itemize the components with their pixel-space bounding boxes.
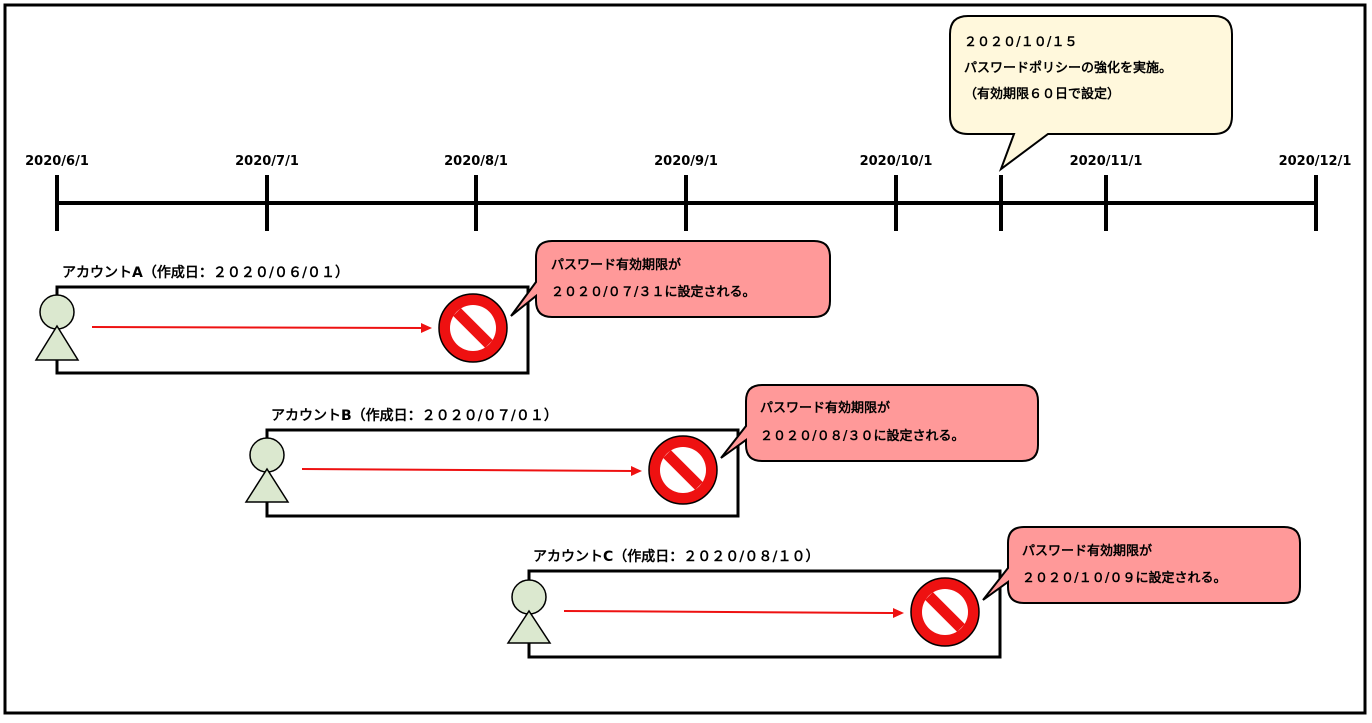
arrow-right — [563, 608, 904, 618]
arrow-right — [301, 466, 642, 476]
date-label: 2020/6/1 — [25, 154, 89, 169]
person-icon — [244, 437, 290, 503]
expiry-bubble: パスワード有効期限が ２０２０/０７/３１に設定される。 — [510, 240, 831, 318]
bubble-line: パスワード有効期限が — [760, 400, 890, 416]
note-bubble — [949, 15, 1233, 172]
bubble-line: パスワード有効期限が — [551, 257, 681, 273]
note-detail: （有効期限６０日で設定） — [964, 86, 1120, 102]
person-icon — [34, 294, 80, 361]
account-label: アカウントB（作成日：２０２０/０７/０１） — [271, 407, 558, 424]
arrow-right — [91, 323, 432, 333]
prohibited-icon — [438, 293, 508, 363]
policy-note-callout: ２０２０/１０/１５ パスワードポリシーの強化を実施。 （有効期限６０日で設定） — [949, 15, 1233, 172]
date-label: 2020/9/1 — [654, 154, 718, 169]
prohibited-icon — [910, 577, 980, 647]
date-label: 2020/11/1 — [1070, 154, 1143, 169]
person-icon — [506, 579, 552, 644]
bubble-line: パスワード有効期限が — [1022, 543, 1152, 559]
account-label: アカウントA（作成日：２０２０/０６/０１） — [62, 264, 349, 281]
date-label: 2020/7/1 — [235, 154, 299, 169]
date-label: 2020/8/1 — [444, 154, 508, 169]
date-label: 2020/12/1 — [1279, 154, 1352, 169]
account-row-c: アカウントC（作成日：２０２０/０８/１０） パスワード有効期限が ２０２０/１… — [506, 526, 1301, 659]
account-label: アカウントC（作成日：２０２０/０８/１０） — [533, 548, 820, 565]
note-date: ２０２０/１０/１５ — [964, 35, 1078, 50]
expiry-bubble: パスワード有効期限が ２０２０/０８/３０に設定される。 — [720, 384, 1039, 462]
bubble-line: ２０２０/１０/０９に設定される。 — [1022, 570, 1227, 586]
bubble-line: ２０２０/０７/３１に設定される。 — [551, 284, 756, 300]
date-label: 2020/10/1 — [860, 154, 933, 169]
prohibited-icon — [648, 435, 718, 505]
expiry-bubble: パスワード有効期限が ２０２０/１０/０９に設定される。 — [982, 526, 1301, 604]
timeline-axis: 2020/6/1 2020/7/1 2020/8/1 2020/9/1 2020… — [25, 154, 1351, 231]
account-row-a: アカウントA（作成日：２０２０/０６/０１） パスワード有効期限が ２０２０/０… — [34, 240, 831, 375]
account-row-b: アカウントB（作成日：２０２０/０７/０１） パスワード有効期限が ２０２０/０… — [244, 384, 1039, 518]
bubble-line: ２０２０/０８/３０に設定される。 — [760, 428, 965, 444]
note-text: パスワードポリシーの強化を実施。 — [964, 60, 1172, 76]
